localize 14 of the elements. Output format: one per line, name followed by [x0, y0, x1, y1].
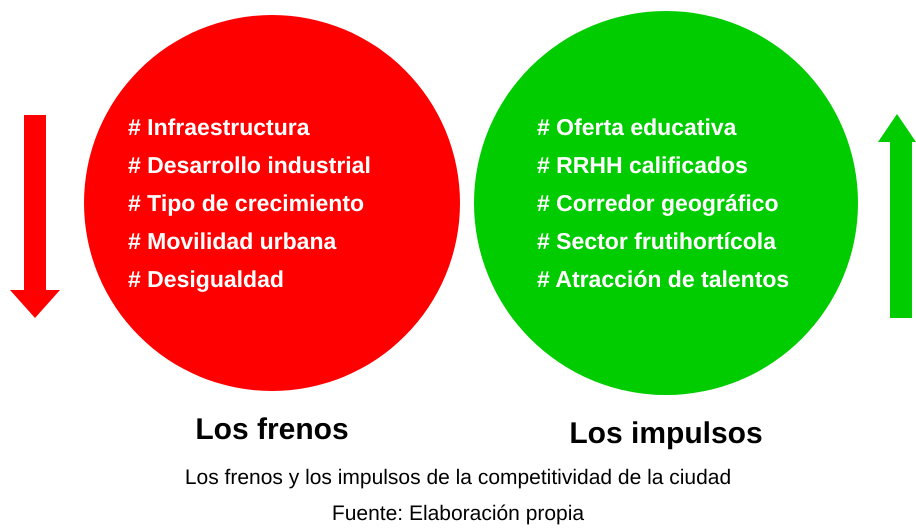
list-item: # Desarrollo industrial [128, 151, 371, 179]
list-item: # Atracción de talentos [537, 265, 790, 293]
list-item: # Oferta educativa [537, 113, 736, 141]
list-item: # Sector frutihortícola [537, 227, 776, 255]
circle-heading: Los frenos [194, 413, 350, 447]
list-item: # Desigualdad [128, 265, 284, 293]
source-note: Fuente: Elaboración propia [330, 502, 586, 526]
list-item: # Corredor geográfico [537, 189, 779, 217]
circle-heading: Los impulsos [568, 417, 764, 451]
caption: Los frenos y los impulsos de la competitividad de la ciudad [184, 466, 732, 490]
list-item: # Movilidad urbana [128, 227, 336, 255]
list-item: # RRHH calificados [537, 151, 748, 179]
list-item: # Tipo de crecimiento [128, 189, 364, 217]
list-item: # Infraestructura [128, 113, 310, 141]
